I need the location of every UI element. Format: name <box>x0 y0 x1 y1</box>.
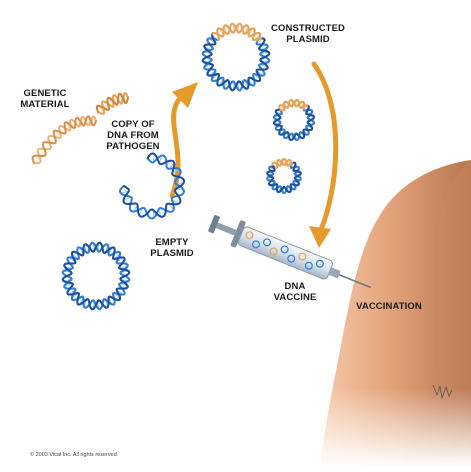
label-constructed-plasmid: CONSTRUCTED PLASMID <box>268 23 348 45</box>
label-copy-of-dna: COPY OF DNA FROM PATHOGEN <box>104 119 162 152</box>
label-dna-vaccine: DNA VACCINE <box>269 281 321 303</box>
constructed-plasmid-small-1 <box>274 100 314 140</box>
dna-structures <box>33 24 314 310</box>
label-empty-plasmid: EMPTY PLASMID <box>142 237 202 259</box>
pathogen-dna-copy <box>97 93 128 114</box>
constructed-plasmid-small-2 <box>267 159 301 193</box>
genetic-material-strand <box>33 116 96 163</box>
constructed-plasmid <box>203 24 270 91</box>
label-vaccination: VACCINATION <box>352 301 426 312</box>
label-genetic-material: GENETIC MATERIAL <box>17 88 73 110</box>
copyright-notice: © 2003 Vical Inc. All rights reserved <box>30 452 117 458</box>
empty-plasmid-ring <box>63 243 130 310</box>
